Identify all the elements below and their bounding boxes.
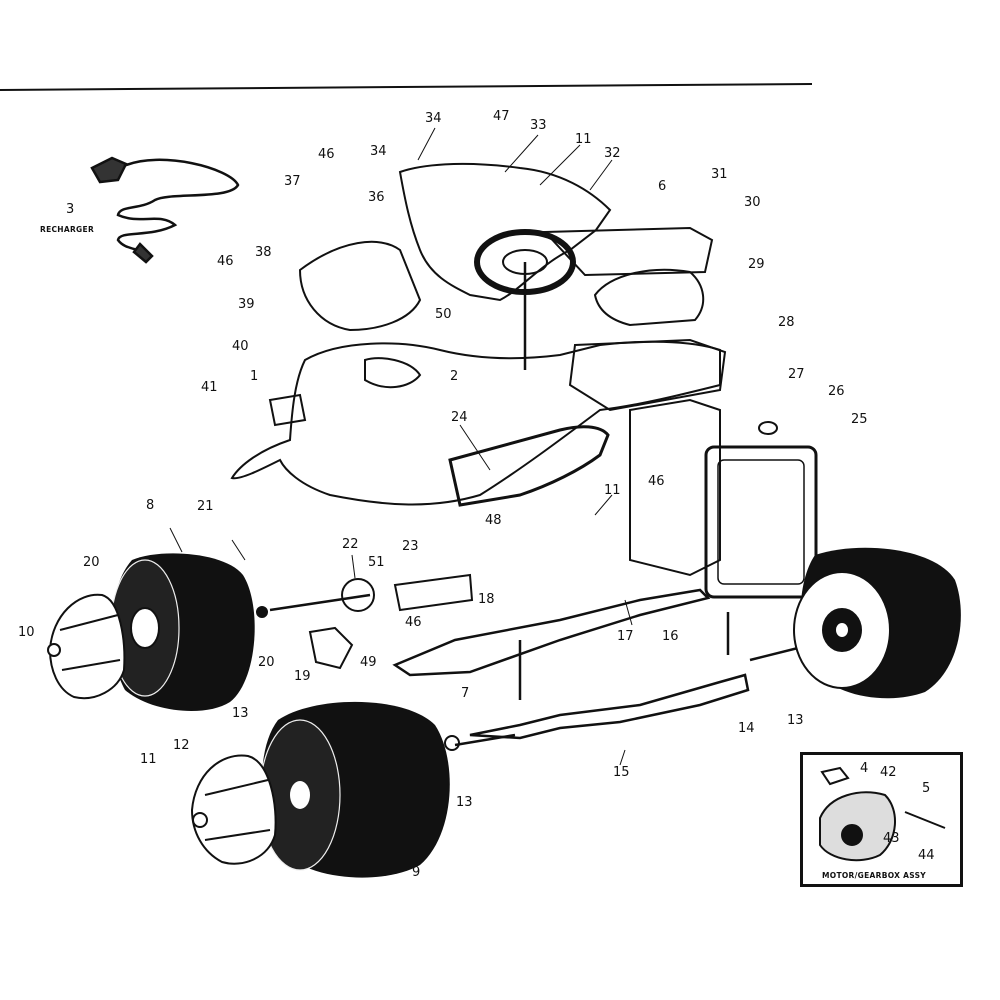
callout-18: 18 <box>478 592 495 607</box>
callout-14: 14 <box>738 721 755 736</box>
callout-8: 8 <box>146 498 155 513</box>
recharger-label: RECHARGER <box>40 225 95 234</box>
callout-51: 51 <box>368 555 385 570</box>
inset-gearbox-drawing <box>819 766 946 862</box>
callout-38: 38 <box>255 245 272 260</box>
callout-11: 11 <box>140 752 157 767</box>
callout-2: 2 <box>450 369 459 384</box>
callout-37: 37 <box>284 174 301 189</box>
callout-34: 34 <box>425 111 442 126</box>
callout-11: 11 <box>575 132 592 147</box>
callout-6: 6 <box>658 179 667 194</box>
callout-13: 13 <box>787 713 804 728</box>
top-rule <box>0 83 813 91</box>
hub-cap-left <box>47 593 126 700</box>
front-right-wheel <box>793 547 961 699</box>
inset-callout-42: 42 <box>880 765 897 780</box>
callout-20: 20 <box>83 555 100 570</box>
vehicle-body <box>230 162 721 577</box>
motor-and-gear-parts <box>256 573 474 751</box>
callout-46: 46 <box>217 254 234 269</box>
callout-23: 23 <box>402 539 419 554</box>
callout-40: 40 <box>232 339 249 354</box>
inset-callout-44: 44 <box>918 848 935 863</box>
callout-26: 26 <box>828 384 845 399</box>
callout-41: 41 <box>201 380 218 395</box>
motor-gearbox-inset <box>800 752 963 887</box>
callout-50: 50 <box>435 307 452 322</box>
callout-25: 25 <box>851 412 868 427</box>
callout-17: 17 <box>617 629 634 644</box>
chassis-frame <box>269 588 811 747</box>
callout-15: 15 <box>613 765 630 780</box>
callout-30: 30 <box>744 195 761 210</box>
callout-16: 16 <box>662 629 679 644</box>
inset-callout-43: 43 <box>883 831 900 846</box>
callout-11: 11 <box>604 483 621 498</box>
dash-and-engine <box>542 226 727 412</box>
callout-13: 13 <box>456 795 473 810</box>
steering-wheel <box>474 229 576 370</box>
callout-28: 28 <box>778 315 795 330</box>
callout-1: 1 <box>250 369 259 384</box>
callout-33: 33 <box>530 118 547 133</box>
callout-7: 7 <box>461 686 470 701</box>
callout-19: 19 <box>294 669 311 684</box>
callout-32: 32 <box>604 146 621 161</box>
callout-13: 13 <box>232 706 249 721</box>
inset-caption: MOTOR/GEARBOX ASSY <box>822 871 927 880</box>
rear-left-wheel <box>110 553 255 712</box>
callout-3: 3 <box>66 202 75 217</box>
callout-48: 48 <box>485 513 502 528</box>
rear-right-wheel <box>259 701 450 878</box>
inset-callout-4: 4 <box>860 761 869 776</box>
callout-24: 24 <box>451 410 468 425</box>
inset-callout-5: 5 <box>922 781 931 796</box>
callout-46: 46 <box>405 615 422 630</box>
leader-lines <box>169 127 633 766</box>
hub-cap-right <box>190 754 277 865</box>
callout-12: 12 <box>173 738 190 753</box>
callout-20: 20 <box>258 655 275 670</box>
callout-29: 29 <box>748 257 765 272</box>
callout-49: 49 <box>360 655 377 670</box>
callout-39: 39 <box>238 297 255 312</box>
callout-21: 21 <box>197 499 214 514</box>
callout-31: 31 <box>711 167 728 182</box>
callout-27: 27 <box>788 367 805 382</box>
callout-34: 34 <box>370 144 387 159</box>
callout-46: 46 <box>318 147 335 162</box>
callout-10: 10 <box>18 625 35 640</box>
battery <box>704 421 818 599</box>
recharger-cord <box>90 156 240 264</box>
callout-9: 9 <box>412 865 421 880</box>
callout-36: 36 <box>368 190 385 205</box>
callout-47: 47 <box>493 109 510 124</box>
callout-46: 46 <box>648 474 665 489</box>
callout-22: 22 <box>342 537 359 552</box>
